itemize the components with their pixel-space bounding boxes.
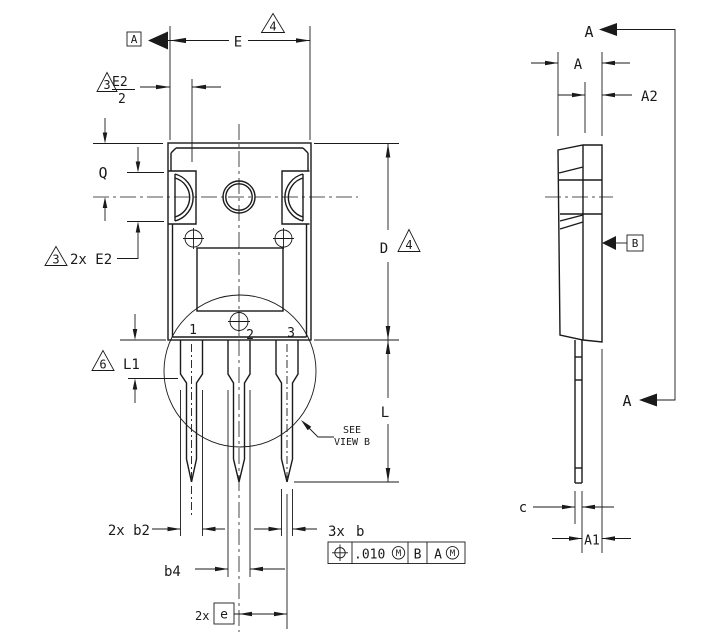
e-basic-box [213,602,235,625]
datum-a-box [126,31,142,47]
fcf-modifier-1: M [396,549,402,559]
frac-E2-den: 2 [118,92,126,107]
mmc-modifier-2-icon [445,546,460,560]
mmc-modifier-icon [391,546,406,560]
frac-E2-num: E2 [112,75,128,90]
dim-c: c [519,491,614,553]
dim-A2: A2 [558,89,658,105]
section-a-bottom-arrow [639,393,657,407]
left-side-notch [168,170,197,225]
leader-arrow [301,420,312,431]
dim-D-L: D 4 L [294,143,421,483]
side-lead [574,340,583,484]
dim-A1-label: A1 [584,534,600,549]
dim-E-label: E [234,35,242,51]
datum-b-label: B [632,237,639,250]
flag-3-left-triangle [44,245,68,266]
right-side-notch [281,170,310,225]
flag-6-triangle [91,349,115,371]
flag-4-triangle [260,12,286,33]
fcf-datum-primary: B [414,547,422,562]
datum-b-box [626,234,644,252]
dim-A-label: A [574,57,583,73]
pilot-marks [183,228,294,333]
pin-numbers: 1 2 3 [189,323,295,343]
pin-1-label: 1 [189,323,197,338]
dim-E-datum-A: A E 4 [126,12,311,140]
dim-A1: A1 [552,349,631,553]
dim-A2-label: A2 [641,89,658,105]
front-body [167,142,312,341]
datum-b-callout: B [602,234,644,252]
datum-a-label: A [131,33,138,46]
dim-c-label: c [519,500,527,516]
pin-3-label: 3 [287,326,295,341]
dim-2x-label: 2x [195,609,209,623]
front-view: 1 2 3 A E 4 3 E2 2 [44,12,466,632]
dim-E2-half: 3 E2 2 [96,71,221,162]
position-symbol-icon [332,544,348,561]
flag-4-label: 4 [269,20,276,34]
section-a-bottom-label: A [622,392,631,410]
datum-a-arrow [148,31,168,50]
fcf-modifier-2: M [450,549,456,559]
fcf-tolerance: .010 [354,547,385,562]
side-view: B A A A A2 [519,23,676,553]
see-view-b-callout: SEE VIEW B [301,420,370,448]
datum-b-arrow [602,236,616,250]
dim-2xb2-label: 2x b2 [108,523,150,539]
feature-control-frame: .010 M B A M [327,541,466,564]
dim-2xE2-label: 2x E2 [70,252,112,268]
section-a-top-label: A [584,23,593,41]
dim-2xE2: 3 2x E2 [44,147,164,268]
flag-3-top-triangle [96,71,118,92]
see-view-b-line2: VIEW B [334,437,370,448]
section-a-top-arrow [599,23,617,36]
dim-L1: 6 L1 [91,314,178,403]
dim-3xb-fcf: 3x b .010 M B A M [254,524,466,564]
pin-2-label: 2 [246,328,254,343]
leads [179,340,299,629]
dim-e-label: e [220,608,228,623]
dim-2xe: 2x e [195,602,287,625]
flag-4-d-triangle [397,228,421,252]
flag-4-d-label: 4 [405,238,412,252]
dim-A: A [531,52,630,136]
fcf-datum-secondary: A [434,547,442,562]
see-view-b-line1: SEE [343,425,361,436]
dim-2xb2: 2x b2 [108,523,225,539]
mounting-hole [222,180,256,214]
side-body [545,144,613,343]
flag-6-label: 6 [99,358,106,372]
dim-Q: Q [93,118,163,221]
dim-b4-label: b4 [164,564,181,580]
dim-L-label: L [381,405,389,421]
dim-Q-label: Q [98,164,107,182]
lead-extension-lines [180,390,293,577]
centerlines [93,124,358,632]
dim-D-label: D [380,241,388,257]
die-pad-outline [196,247,284,312]
section-a-a: A A [584,23,676,410]
flag-3-top-label: 3 [103,78,110,92]
dim-b-label: b [356,524,364,540]
dim-3x-label: 3x [328,524,345,540]
view-b-circle [163,294,317,448]
dim-b4: b4 [164,564,285,580]
flag-3-left-label: 3 [52,253,59,267]
dim-L1-label: L1 [123,357,140,373]
